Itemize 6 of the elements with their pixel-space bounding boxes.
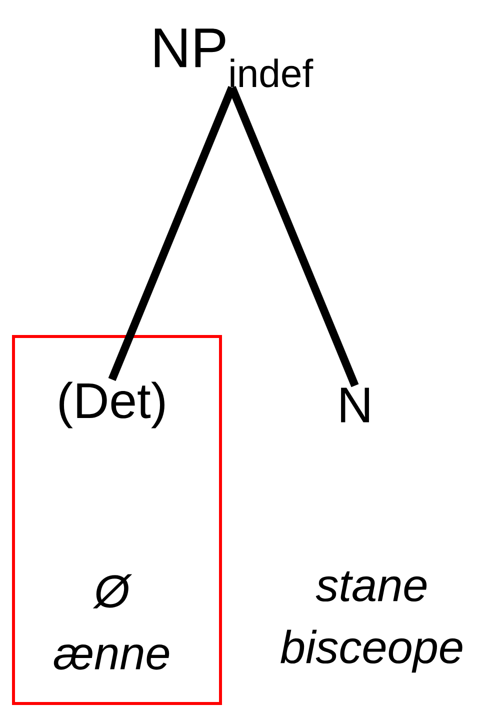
- phrase-label: NP$_{indef}$: [154, 28, 314, 88]
- word-label: stane bisceope: [280, 571, 462, 673]
- word-label: Ø ænne: [54, 574, 170, 670]
- category-label: N: [341, 388, 369, 422]
- category-label: (Det): [60, 382, 164, 428]
- highlight-box: [12, 335, 222, 705]
